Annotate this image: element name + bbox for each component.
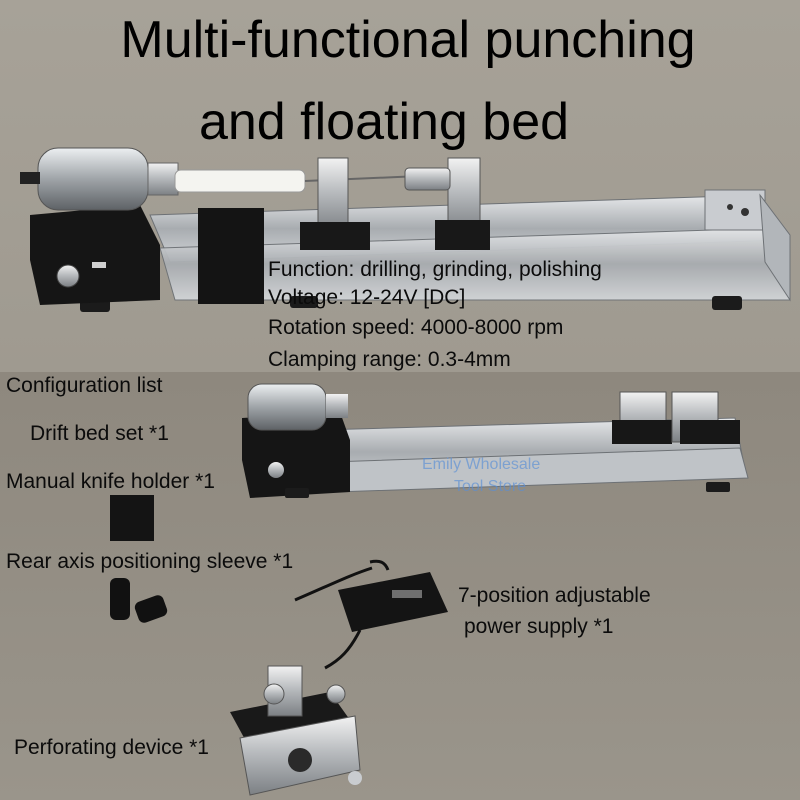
drift-bed-set <box>242 383 749 498</box>
positioning-sleeves <box>110 578 168 623</box>
config-item-drift-bed: Drift bed set *1 <box>30 422 169 445</box>
watermark-line1: Emily Wholesale <box>422 456 541 473</box>
config-item-sleeve: Rear axis positioning sleeve *1 <box>6 550 294 573</box>
config-item-perforating-device: Perforating device *1 <box>14 736 209 759</box>
page-title-line2: and floating bed <box>198 93 570 151</box>
spec-voltage: Voltage: 12-24V [DC] <box>268 286 466 309</box>
config-item-power-supply-line1: 7-position adjustable <box>458 584 651 607</box>
page-title-line1: Multi-functional punching <box>120 11 696 69</box>
config-item-knife-holder: Manual knife holder *1 <box>6 470 215 493</box>
config-item-power-supply-line2: power supply *1 <box>464 615 614 638</box>
config-heading: Configuration list <box>6 374 163 397</box>
spec-rotation-speed: Rotation speed: 4000-8000 rpm <box>268 316 564 339</box>
perforating-device <box>230 665 362 796</box>
watermark-line2: Tool Store <box>454 478 527 495</box>
knife-holder <box>110 495 154 541</box>
spec-clamping-range: Clamping range: 0.3-4mm <box>268 348 511 371</box>
power-supply <box>294 559 448 670</box>
lathe-bed-main <box>20 147 791 312</box>
spec-function: Function: drilling, grinding, polishing <box>268 258 602 281</box>
